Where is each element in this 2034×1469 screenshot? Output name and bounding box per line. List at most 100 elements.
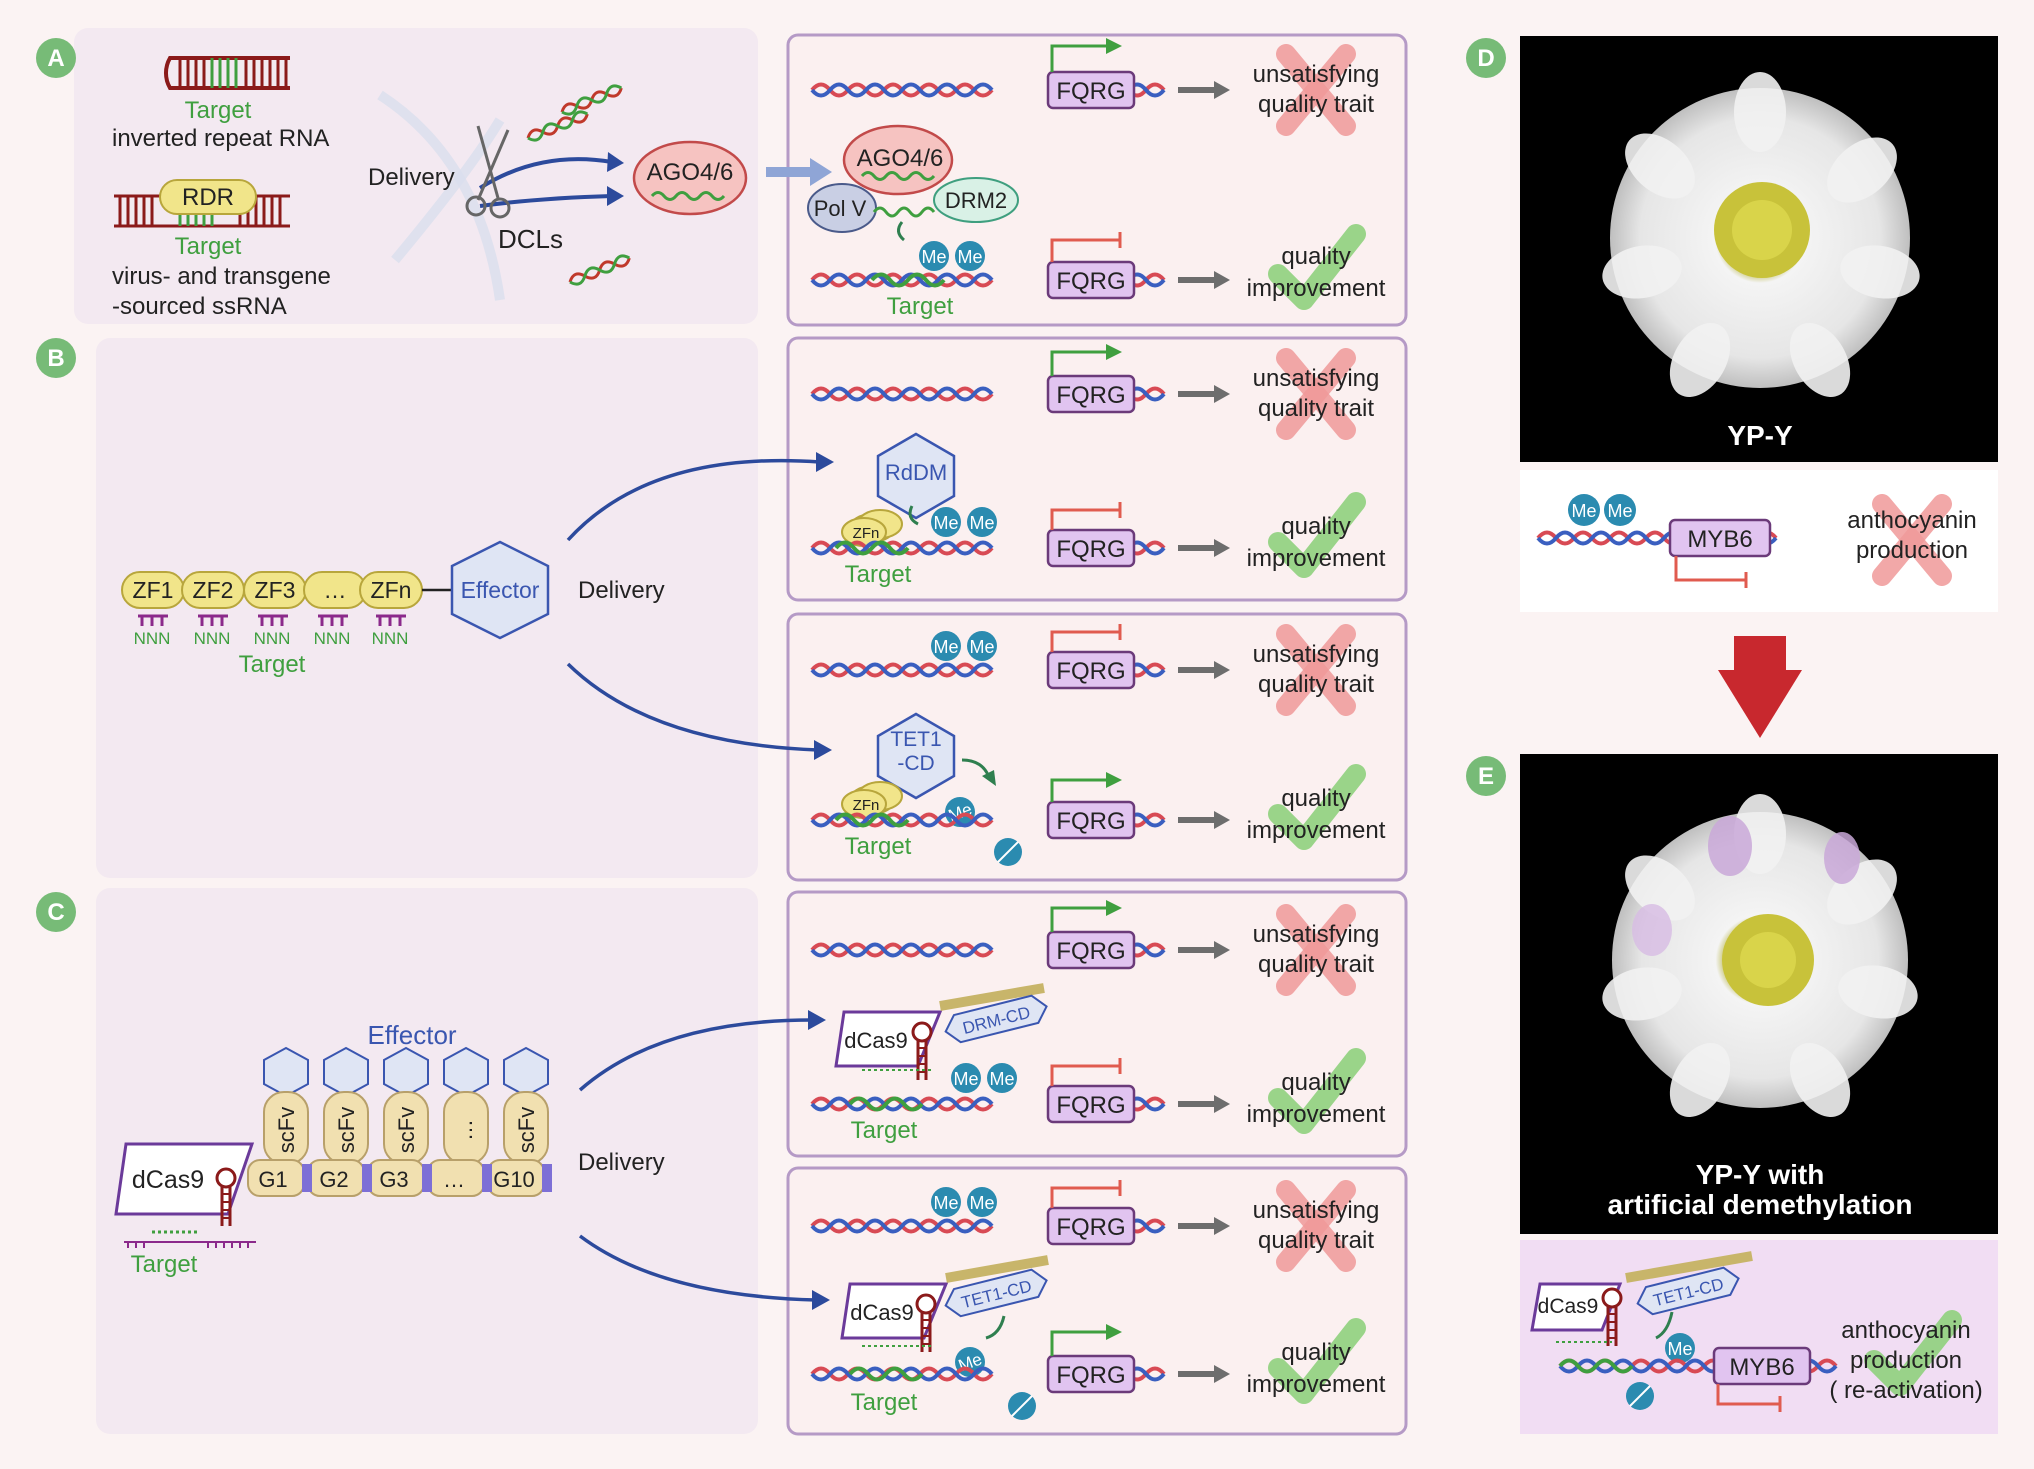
diagram-label: NNN	[254, 629, 291, 648]
sirna-icon-2	[526, 110, 589, 142]
panel-a-left: Target inverted repeat RNA RDR Target vi…	[112, 56, 832, 320]
diagram-label: anthocyanin	[1841, 1317, 1970, 1344]
diagram-label: unsatisfying	[1253, 365, 1380, 392]
diagram-label: unsatisfying	[1253, 1197, 1380, 1224]
diagram-label: FQRG	[1056, 268, 1125, 295]
box-b1: FQRG unsatisfying quality trait RdDM ZFn…	[810, 344, 1386, 588]
zinc-finger-label: ZFn	[371, 577, 412, 603]
diagram-label: improvement	[1247, 545, 1386, 572]
panel-b-left: ZF1 ZF2 ZF3 … ZFn NNN NNN NNN NNN NNN Ta…	[121, 452, 834, 760]
dcas9-protein	[114, 1142, 255, 1216]
diagram-label: Delivery	[578, 1149, 665, 1176]
diagram-label: artificial demethylation	[1608, 1189, 1913, 1220]
fqrg-gene	[1046, 70, 1136, 110]
scaffold-unit-label: G3	[379, 1167, 408, 1192]
diagram-label: scFv	[274, 1107, 299, 1153]
diagram-label: Me	[933, 1193, 958, 1213]
ago-label: AGO4/6	[647, 159, 734, 186]
effector-hexagon	[450, 540, 550, 640]
diagram-label: quality trait	[1258, 951, 1374, 978]
diagram-label: Pol V	[814, 196, 867, 221]
diagram-label: Target	[131, 1251, 198, 1278]
diagram-label: Me	[989, 1069, 1014, 1089]
diagram-label: YP-Y with	[1696, 1159, 1825, 1190]
diagram-label: FQRG	[1056, 658, 1125, 685]
diagram-label: FQRG	[1056, 1214, 1125, 1241]
diagram-label: Delivery	[578, 577, 665, 604]
tet1-cd-icon: TET1-CD	[944, 1268, 1048, 1318]
diagram-label: Me	[921, 247, 946, 267]
diagram-label: Target	[851, 1389, 918, 1416]
diagram-label: FQRG	[1056, 78, 1125, 105]
diagram-label: unsatisfying	[1253, 921, 1380, 948]
diagram-label: RdDM	[885, 460, 947, 485]
diagram-label: improvement	[1247, 275, 1386, 302]
scfv-antibodies: scFv scFv scFv … scFv	[263, 1091, 549, 1165]
diagram-label: quality	[1281, 513, 1350, 540]
target-label-a2: Target	[175, 233, 242, 260]
diagram-label: FQRG	[1056, 1362, 1125, 1389]
diagram-label: Effector	[461, 577, 540, 603]
diagram-label: quality trait	[1258, 395, 1374, 422]
diagram-label: ZFn	[853, 797, 880, 814]
ir-rna-label: inverted repeat RNA	[112, 125, 329, 152]
sirna-icon-3	[568, 254, 631, 286]
box-a-row2: AGO4/6 Pol V DRM2 Me Me FQRG Target qual…	[807, 124, 1386, 320]
panel-label-c: C	[47, 899, 64, 926]
box-b2: Me Me FQRG unsatisfying quality trait TE…	[810, 624, 1386, 866]
scaffold-unit-label: G2	[319, 1167, 348, 1192]
zinc-finger-label: ZF3	[255, 577, 296, 603]
diagram-label: unsatisfying	[1253, 641, 1380, 668]
diagram-label: FQRG	[1056, 536, 1125, 563]
dcls-label: DCLs	[498, 224, 563, 254]
hairpin-rna-icon	[164, 56, 290, 90]
diagram-label: quality	[1281, 1069, 1350, 1096]
diagram-label: ( re-activation)	[1829, 1377, 1982, 1404]
diagram-label: FQRG	[1056, 938, 1125, 965]
diagram-label: quality	[1281, 243, 1350, 270]
panel-e: YP-Y with artificial demethylation dCas9…	[1520, 754, 1998, 1434]
scaffold-unit-label: G10	[493, 1167, 535, 1192]
diagram-label: MYB6	[1687, 526, 1752, 553]
diagram-label: dCas9	[1538, 1295, 1599, 1318]
diagram-label: scFv	[334, 1107, 359, 1153]
diagram-label: NNN	[314, 629, 351, 648]
diagram-label: DRM2	[945, 188, 1007, 213]
diagram-label: anthocyanin	[1847, 507, 1976, 534]
diagram-label: AGO4/6	[857, 145, 944, 172]
box-c1: FQRG unsatisfying quality trait dCas9 DR…	[810, 900, 1386, 1144]
diagram-label: scFv	[514, 1107, 539, 1153]
diagram-label: dCas9	[132, 1166, 204, 1194]
diagram-label: Effector	[367, 1020, 456, 1050]
zinc-finger-label: ZF2	[193, 577, 234, 603]
zinc-finger-label: ZF1	[133, 577, 174, 603]
panel-label-a: A	[47, 45, 64, 72]
diagram-label: -CD	[897, 752, 934, 775]
diagram-label: quality	[1281, 785, 1350, 812]
diagram-label: NNN	[194, 629, 231, 648]
delivery-label-a: Delivery	[368, 164, 455, 191]
diagram-label: improvement	[1247, 1101, 1386, 1128]
scissors-icon	[465, 125, 511, 219]
diagram-label: Me	[969, 513, 994, 533]
diagram-label: improvement	[1247, 817, 1386, 844]
diagram-label: production	[1856, 537, 1968, 564]
diagram-label: unsatisfying	[1253, 61, 1380, 88]
diagram-label: improvement	[1247, 1371, 1386, 1398]
gcn4-scaffold: G1 G2 G3 … G10	[247, 1159, 552, 1197]
diagram-label: FQRG	[1056, 808, 1125, 835]
diagram-label: FQRG	[1056, 1092, 1125, 1119]
diagram-label: Me	[969, 637, 994, 657]
down-arrow-icon	[1718, 670, 1802, 738]
box-c2: Me Me FQRG unsatisfying quality trait dC…	[810, 1180, 1386, 1420]
diagram-label: ZFn	[853, 525, 880, 542]
diagram-label: …	[452, 1119, 477, 1141]
ssrna-label-2: -sourced ssRNA	[112, 293, 287, 320]
diagram-label: quality trait	[1258, 1227, 1374, 1254]
panel-labels: A B C D E	[36, 38, 1506, 932]
panel-label-b: B	[47, 345, 64, 372]
rdr-enzyme	[159, 179, 257, 215]
diagram-label: Me	[969, 1193, 994, 1213]
diagram-label: Me	[1607, 501, 1632, 521]
